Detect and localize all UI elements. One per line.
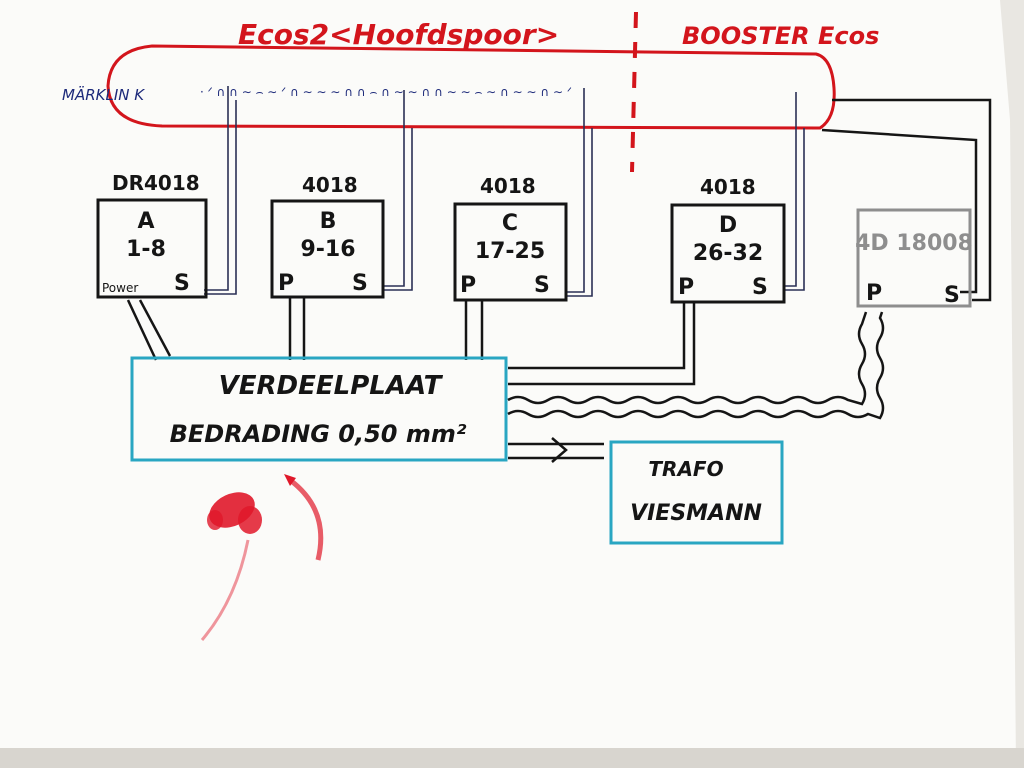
red-paint-smudge xyxy=(200,474,324,641)
decoder-a-letter: A xyxy=(137,209,154,234)
decoder-a-range: 1-8 xyxy=(126,237,166,262)
distribution-title: VERDEELPLAAT xyxy=(219,371,444,401)
decoder-c-letter: C xyxy=(502,211,518,236)
decoder-c: 4018 C 17-25 P S xyxy=(453,174,568,302)
track-outline xyxy=(106,44,836,130)
track-label: MÄRKLIN K xyxy=(62,85,145,104)
track-contacts: · ᐟ ∩ ∩ ∼ ⌢ ∼ ᐟ ∩ ∼ ∼ ∼ ∩ ∩ ⌢ ∩ ∼ ∼ ∩ ∩ … xyxy=(200,85,572,99)
decoder-c-p-label: P xyxy=(460,273,476,298)
transformer-line1: TRAFO xyxy=(648,457,723,481)
decoder-d-letter: D xyxy=(719,213,737,238)
decoder-d-range: 26-32 xyxy=(693,241,763,266)
decoder-c-s-label: S xyxy=(534,273,550,298)
decoder-b-letter: B xyxy=(320,209,337,234)
decoder-b-type: 4018 xyxy=(302,173,358,197)
decoder-a: DR4018 A 1-8 Power S xyxy=(96,171,208,299)
feedback-wires xyxy=(204,86,805,297)
decoder-a-s-label: S xyxy=(174,271,190,296)
booster-divider xyxy=(630,11,638,173)
svg-text:· ᐟ ∩ ∩ ∼ ⌢ ∼ ᐟ ∩ ∼ ∼ ∼ ∩ ∩ ⌢: · ᐟ ∩ ∩ ∼ ⌢ ∼ ᐟ ∩ ∼ ∼ ∼ ∩ ∩ ⌢ ∩ ∼ ∼ ∩ ∩ … xyxy=(200,85,572,99)
distribution-wiring-note: BEDRADING 0,50 mm² xyxy=(170,420,467,448)
decoder-b-s-label: S xyxy=(352,271,368,296)
booster-module: 4D 18008 P S xyxy=(855,208,973,308)
decoder-b: 4018 B 9-16 P S xyxy=(270,173,385,299)
decoder-b-p-label: P xyxy=(278,271,294,296)
decoder-c-range: 17-25 xyxy=(475,239,545,264)
booster-title: BOOSTER Ecos xyxy=(682,22,879,50)
decoder-d-p-label: P xyxy=(678,275,694,300)
decoder-d-s-label: S xyxy=(752,275,768,300)
decoder-a-type: DR4018 xyxy=(112,171,200,195)
decoder-d-type: 4018 xyxy=(700,175,756,199)
decoder-d: 4018 D 26-32 P S xyxy=(670,175,786,304)
transformer-line2: VIESMANN xyxy=(630,501,762,526)
decoder-a-power-label: Power xyxy=(102,281,138,295)
main-track-title: Ecos2<Hoofdspoor> xyxy=(238,18,559,51)
transformer: TRAFO VIESMANN xyxy=(609,440,784,545)
decoder-c-type: 4018 xyxy=(480,174,536,198)
power-wires xyxy=(126,298,885,463)
booster-wires xyxy=(821,98,992,302)
booster-module-p-label: P xyxy=(866,281,882,306)
booster-module-s-label: S xyxy=(944,283,960,308)
distribution-board: VERDEELPLAAT BEDRADING 0,50 mm² xyxy=(130,356,508,462)
booster-module-text: 4D 18008 xyxy=(855,231,973,256)
decoder-b-range: 9-16 xyxy=(300,237,355,262)
table-edge xyxy=(0,748,1024,768)
